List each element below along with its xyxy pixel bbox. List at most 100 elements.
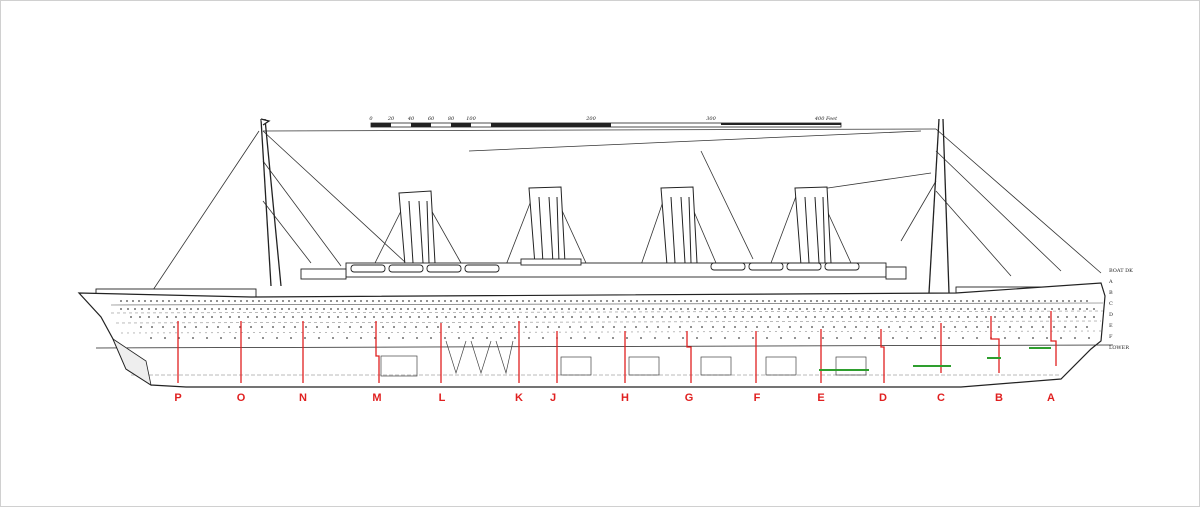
porthole: [463, 308, 465, 310]
porthole: [309, 308, 311, 310]
porthole: [150, 337, 152, 339]
porthole: [290, 337, 292, 339]
porthole: [498, 308, 500, 310]
porthole: [804, 300, 806, 302]
porthole: [408, 300, 410, 302]
porthole: [624, 308, 626, 310]
porthole: [654, 300, 656, 302]
porthole: [1086, 308, 1088, 310]
porthole: [358, 308, 360, 310]
porthole: [1056, 300, 1058, 302]
porthole: [612, 337, 614, 339]
porthole: [264, 300, 266, 302]
porthole: [1032, 337, 1034, 339]
porthole: [301, 316, 303, 318]
porthole: [561, 308, 563, 310]
porthole: [814, 316, 816, 318]
porthole: [348, 300, 350, 302]
porthole: [508, 316, 510, 318]
porthole: [1088, 337, 1090, 339]
porthole: [337, 308, 339, 310]
hull: [77, 282, 1114, 388]
porthole: [360, 337, 362, 339]
porthole: [499, 316, 501, 318]
porthole: [486, 300, 488, 302]
porthole: [228, 326, 230, 328]
porthole: [859, 316, 861, 318]
porthole: [517, 316, 519, 318]
porthole: [407, 308, 409, 310]
porthole: [430, 337, 432, 339]
porthole: [625, 316, 627, 318]
porthole: [833, 326, 835, 328]
compartment-label-c: C: [937, 392, 945, 404]
porthole: [886, 316, 888, 318]
porthole: [634, 316, 636, 318]
porthole: [139, 316, 141, 318]
porthole: [477, 308, 479, 310]
porthole: [948, 300, 950, 302]
porthole: [724, 337, 726, 339]
porthole: [519, 308, 521, 310]
porthole: [876, 308, 878, 310]
porthole: [617, 308, 619, 310]
porthole: [589, 316, 591, 318]
porthole: [162, 300, 164, 302]
porthole: [409, 316, 411, 318]
compartment-label-m: M: [372, 392, 381, 404]
porthole: [694, 308, 696, 310]
porthole: [261, 326, 263, 328]
compartment-label-o: O: [237, 392, 246, 404]
porthole: [596, 308, 598, 310]
porthole: [184, 326, 186, 328]
porthole: [436, 316, 438, 318]
porthole: [120, 308, 122, 310]
porthole: [766, 337, 768, 339]
porthole: [684, 300, 686, 302]
porthole: [811, 326, 813, 328]
porthole: [379, 308, 381, 310]
porthole: [584, 337, 586, 339]
deck-label-f: F: [1109, 334, 1113, 340]
porthole: [855, 326, 857, 328]
porthole: [600, 300, 602, 302]
porthole: [736, 308, 738, 310]
porthole: [386, 308, 388, 310]
porthole: [444, 300, 446, 302]
porthole: [336, 300, 338, 302]
porthole: [841, 308, 843, 310]
porthole: [640, 337, 642, 339]
porthole: [751, 316, 753, 318]
porthole: [491, 308, 493, 310]
porthole: [1026, 300, 1028, 302]
porthole: [1014, 300, 1016, 302]
porthole: [547, 308, 549, 310]
porthole: [404, 326, 406, 328]
compartment-label-h: H: [621, 392, 629, 404]
porthole: [420, 300, 422, 302]
porthole: [132, 300, 134, 302]
porthole: [878, 337, 880, 339]
porthole: [265, 316, 267, 318]
porthole: [349, 326, 351, 328]
porthole: [666, 300, 668, 302]
compartment-label-p: P: [174, 392, 181, 404]
porthole: [680, 308, 682, 310]
porthole: [668, 337, 670, 339]
porthole: [148, 316, 150, 318]
porthole: [492, 300, 494, 302]
porthole: [594, 300, 596, 302]
porthole: [234, 337, 236, 339]
porthole: [932, 326, 934, 328]
porthole: [229, 316, 231, 318]
porthole: [858, 300, 860, 302]
porthole: [150, 300, 152, 302]
porthole: [267, 308, 269, 310]
porthole: [866, 326, 868, 328]
porthole: [925, 308, 927, 310]
porthole: [1074, 337, 1076, 339]
porthole: [546, 300, 548, 302]
porthole: [840, 300, 842, 302]
porthole: [338, 326, 340, 328]
porthole: [190, 308, 192, 310]
